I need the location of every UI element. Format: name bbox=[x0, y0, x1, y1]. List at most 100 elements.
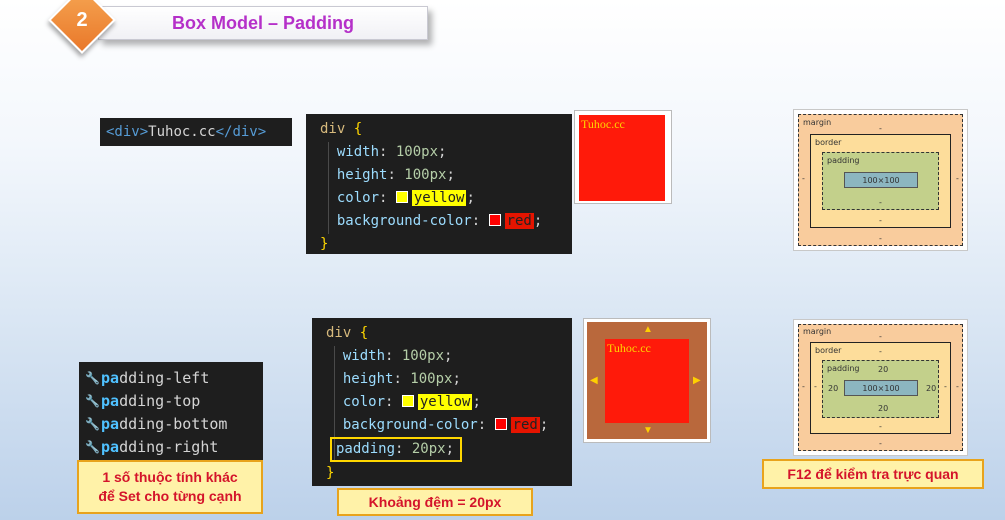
html-snippet: <div>Tuhoc.cc</div> bbox=[100, 118, 292, 146]
padding-left-value: 20 bbox=[828, 384, 839, 393]
prop-name: width bbox=[342, 348, 386, 364]
red-div: Tuhoc.cc bbox=[579, 115, 665, 201]
step-number: 2 bbox=[76, 8, 88, 31]
open-tag: <div> bbox=[106, 124, 149, 140]
arrow-up-icon: ▲ bbox=[643, 324, 653, 335]
padding-area: Tuhoc.cc ▲ ▼ ◀ ▶ bbox=[587, 322, 707, 439]
color-swatch-yellow bbox=[401, 395, 414, 407]
arrow-down-icon: ▼ bbox=[643, 425, 653, 436]
prop-value: 100px bbox=[404, 167, 447, 183]
wrench-icon: 🔧 bbox=[85, 416, 100, 431]
title-banner: Box Model – Padding bbox=[98, 6, 428, 40]
prop-name: height bbox=[336, 167, 388, 183]
dash: - bbox=[879, 198, 882, 207]
prop-name: height bbox=[342, 371, 394, 387]
box-model-diagram-2: margin border padding 20 20 20 20 100×10… bbox=[793, 319, 968, 456]
prop-name: background-color bbox=[342, 417, 478, 433]
prop-name: background-color bbox=[336, 213, 472, 229]
content-area: 100×100 bbox=[844, 380, 918, 396]
prop-value: 20px bbox=[411, 441, 446, 457]
arrow-left-icon: ◀ bbox=[590, 375, 598, 386]
dash: - bbox=[879, 422, 882, 431]
code-block-2: div { width: 100px; height: 100px; color… bbox=[312, 318, 572, 486]
match-prefix: pa bbox=[101, 437, 120, 456]
match-prefix: pa bbox=[101, 368, 120, 387]
padding-label: padding bbox=[827, 156, 860, 165]
dash: - bbox=[802, 382, 805, 391]
item-rest: dding-left bbox=[119, 368, 210, 387]
border-label: border bbox=[815, 346, 842, 355]
prop-value: yellow bbox=[417, 394, 473, 410]
prop-value: 100px bbox=[395, 144, 439, 160]
dash: - bbox=[879, 347, 882, 356]
prop-value: red bbox=[510, 417, 540, 433]
dash: - bbox=[956, 174, 959, 183]
border-label: border bbox=[815, 138, 842, 147]
open-brace: { bbox=[353, 121, 363, 137]
padding-value-label: Khoảng đệm = 20px bbox=[337, 488, 533, 516]
item-rest: dding-right bbox=[119, 437, 219, 456]
selector: div bbox=[326, 325, 352, 341]
preview-box-2: Tuhoc.cc ▲ ▼ ◀ ▶ bbox=[583, 318, 711, 443]
dash: - bbox=[814, 382, 817, 391]
preview-box-1: Tuhoc.cc bbox=[574, 110, 672, 204]
content-size: 100×100 bbox=[862, 383, 900, 393]
margin-label: margin bbox=[803, 327, 832, 336]
padding-label: padding bbox=[827, 364, 860, 373]
dash: - bbox=[802, 174, 805, 183]
prop-name: color bbox=[342, 394, 386, 410]
wrench-icon: 🔧 bbox=[85, 439, 100, 454]
wrench-icon: 🔧 bbox=[85, 393, 100, 408]
close-brace: } bbox=[320, 236, 329, 252]
label-line: để Set cho từng cạnh bbox=[98, 488, 242, 504]
dash: - bbox=[879, 332, 882, 341]
match-prefix: pa bbox=[101, 391, 120, 410]
dash: - bbox=[944, 382, 947, 391]
item-rest: dding-top bbox=[119, 391, 201, 410]
dash: - bbox=[879, 124, 882, 133]
prop-value: 100px bbox=[401, 348, 445, 364]
color-swatch-red bbox=[488, 214, 501, 226]
arrow-right-icon: ▶ bbox=[693, 375, 701, 386]
color-swatch-red bbox=[494, 418, 507, 430]
other-props-label: 1 số thuộc tính khác để Set cho từng cạn… bbox=[77, 460, 263, 514]
snippet-text: Tuhoc.cc bbox=[148, 124, 216, 140]
box-model-diagram-1: margin border padding 100×100 - - - - - … bbox=[793, 109, 968, 251]
label-line: 1 số thuộc tính khác bbox=[102, 469, 238, 485]
prop-value: red bbox=[504, 213, 534, 229]
label-text: Khoảng đệm = 20px bbox=[368, 494, 502, 510]
prop-name: padding bbox=[336, 441, 396, 457]
code-block-1: div { width: 100px; height: 100px; color… bbox=[306, 114, 572, 254]
content-size: 100×100 bbox=[862, 175, 900, 185]
dash: - bbox=[879, 234, 882, 243]
match-prefix: pa bbox=[101, 414, 120, 433]
close-tag: </div> bbox=[215, 124, 267, 140]
page-title: Box Model – Padding bbox=[171, 12, 354, 33]
dash: - bbox=[956, 382, 959, 391]
dash: - bbox=[879, 439, 882, 448]
prop-name: color bbox=[336, 190, 380, 206]
selector: div bbox=[320, 121, 346, 137]
padding-right-value: 20 bbox=[926, 384, 937, 393]
prop-value: 100px bbox=[410, 371, 453, 387]
item-rest: dding-bottom bbox=[119, 414, 228, 433]
f12-label: F12 để kiểm tra trực quan bbox=[762, 459, 984, 489]
close-brace: } bbox=[326, 465, 335, 481]
color-swatch-yellow bbox=[395, 191, 408, 203]
label-text: F12 để kiểm tra trực quan bbox=[787, 466, 959, 482]
prop-name: width bbox=[336, 144, 380, 160]
padding-top-value: 20 bbox=[878, 365, 889, 374]
prop-value: yellow bbox=[411, 190, 467, 206]
dash: - bbox=[879, 216, 882, 225]
preview-label: Tuhoc.cc bbox=[607, 341, 651, 355]
preview-label: Tuhoc.cc bbox=[581, 117, 625, 131]
open-brace: { bbox=[359, 325, 369, 341]
wrench-icon: 🔧 bbox=[85, 370, 100, 385]
red-div: Tuhoc.cc bbox=[605, 339, 689, 423]
content-area: 100×100 bbox=[844, 172, 918, 188]
